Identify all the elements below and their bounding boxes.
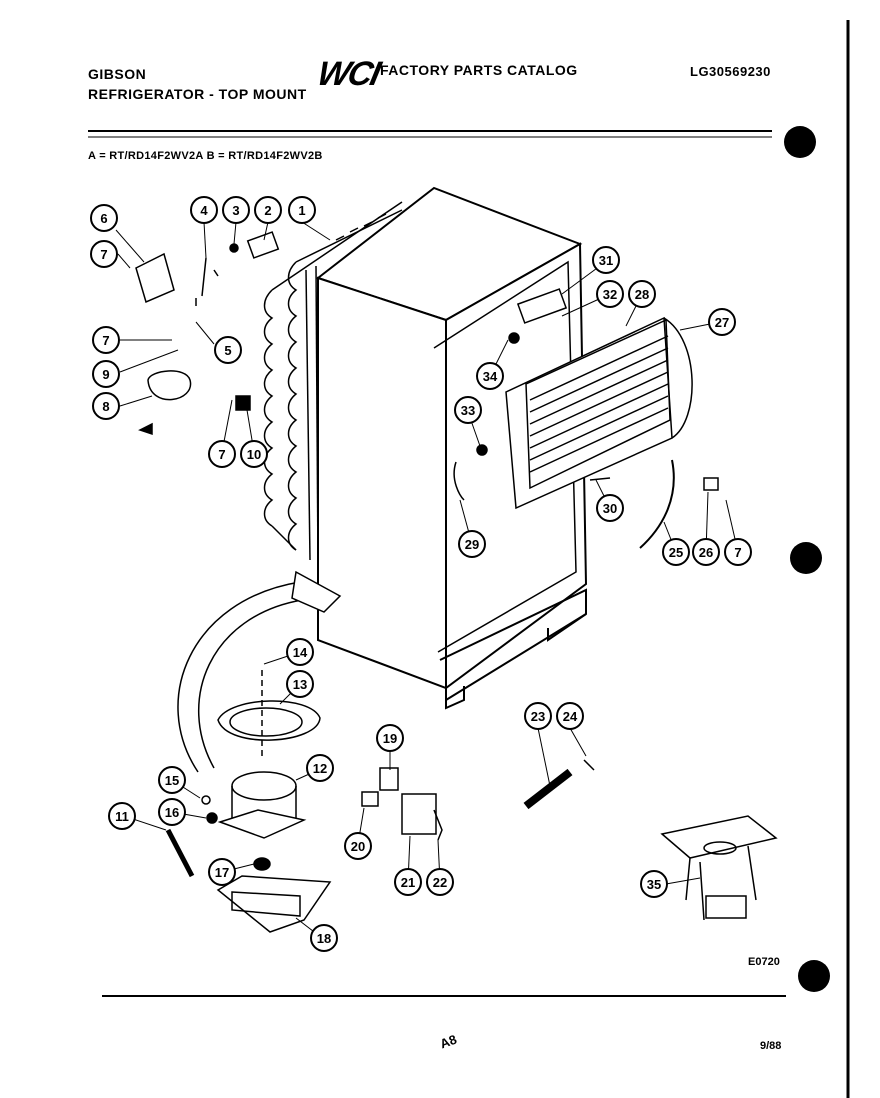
svg-text:9: 9 — [102, 367, 109, 382]
svg-text:23: 23 — [531, 709, 545, 724]
callout-1: 1 — [288, 196, 316, 224]
svg-text:28: 28 — [635, 287, 649, 302]
condenser-coil — [263, 201, 403, 567]
svg-text:15: 15 — [165, 773, 179, 788]
svg-text:6: 6 — [100, 211, 107, 226]
svg-text:21: 21 — [401, 875, 415, 890]
model-line: A = RT/RD14F2WV2A B = RT/RD14F2WV2B — [88, 150, 323, 162]
svg-text:13: 13 — [293, 677, 307, 692]
callout-7d: 7 — [724, 538, 752, 566]
svg-text:29: 29 — [465, 537, 479, 552]
callout-18: 18 — [310, 924, 338, 952]
drain-tube — [177, 570, 342, 773]
svg-text:7: 7 — [218, 447, 225, 462]
callout-10: 10 — [240, 440, 268, 468]
callout-9: 9 — [92, 360, 120, 388]
svg-text:14: 14 — [293, 645, 308, 660]
callout-2: 2 — [254, 196, 282, 224]
svg-text:16: 16 — [165, 805, 179, 820]
svg-text:31: 31 — [599, 253, 613, 268]
svg-text:22: 22 — [433, 875, 447, 890]
callout-7c: 7 — [208, 440, 236, 468]
callout-27: 27 — [708, 308, 736, 336]
compressor-assembly — [216, 670, 332, 933]
svg-text:35: 35 — [647, 877, 661, 892]
svg-text:24: 24 — [563, 709, 578, 724]
svg-text:2: 2 — [264, 203, 271, 218]
svg-text:17: 17 — [215, 865, 229, 880]
callout-4: 4 — [190, 196, 218, 224]
callout-23: 23 — [524, 702, 552, 730]
callout-12: 12 — [306, 754, 334, 782]
catalog-title: FACTORY PARTS CATALOG — [380, 62, 578, 78]
brand-name: GIBSON — [88, 66, 147, 82]
small-parts — [135, 231, 778, 921]
svg-text:7: 7 — [734, 545, 741, 560]
callout-5: 5 — [214, 336, 242, 364]
callout-35: 35 — [640, 870, 668, 898]
callout-6: 6 — [90, 204, 118, 232]
callout-13: 13 — [286, 670, 314, 698]
svg-text:34: 34 — [483, 369, 498, 384]
svg-text:8: 8 — [102, 399, 109, 414]
svg-text:30: 30 — [603, 501, 617, 516]
svg-text:10: 10 — [247, 447, 261, 462]
print-date: 9/88 — [760, 1040, 782, 1052]
svg-text:7: 7 — [102, 333, 109, 348]
callout-19: 19 — [376, 724, 404, 752]
svg-text:27: 27 — [715, 315, 729, 330]
callout-16: 16 — [158, 798, 186, 826]
svg-text:3: 3 — [232, 203, 239, 218]
callout-29: 29 — [458, 530, 486, 558]
callout-30: 30 — [596, 494, 624, 522]
svg-text:1: 1 — [298, 203, 305, 218]
svg-text:33: 33 — [461, 403, 475, 418]
callout-3: 3 — [222, 196, 250, 224]
callout-7b: 7 — [92, 326, 120, 354]
svg-text:25: 25 — [669, 545, 683, 560]
svg-text:7: 7 — [100, 247, 107, 262]
callout-group: 1 2 3 4 5 6 7 7 7 7 8 9 10 11 12 13 14 1… — [90, 196, 752, 952]
binder-hole-middle — [790, 542, 822, 574]
callout-31: 31 — [592, 246, 620, 274]
callout-11: 11 — [108, 802, 136, 830]
callout-8: 8 — [92, 392, 120, 420]
svg-text:19: 19 — [383, 731, 397, 746]
svg-text:20: 20 — [351, 839, 365, 854]
callout-33: 33 — [454, 396, 482, 424]
svg-text:18: 18 — [317, 931, 331, 946]
evaporator — [505, 316, 693, 549]
callout-21: 21 — [394, 868, 422, 896]
callout-26: 26 — [692, 538, 720, 566]
product-type: REFRIGERATOR - TOP MOUNT — [88, 86, 307, 102]
callout-34: 34 — [476, 362, 504, 390]
callout-7a: 7 — [90, 240, 118, 268]
catalog-number: LG30569230 — [690, 64, 771, 79]
callout-17: 17 — [208, 858, 236, 886]
callout-28: 28 — [628, 280, 656, 308]
callout-14: 14 — [286, 638, 314, 666]
callout-20: 20 — [344, 832, 372, 860]
svg-text:5: 5 — [224, 343, 231, 358]
callout-15: 15 — [158, 766, 186, 794]
callout-24: 24 — [556, 702, 584, 730]
svg-text:4: 4 — [200, 203, 208, 218]
svg-text:12: 12 — [313, 761, 327, 776]
callout-22: 22 — [426, 868, 454, 896]
callout-32: 32 — [596, 280, 624, 308]
svg-text:26: 26 — [699, 545, 713, 560]
callout-25: 25 — [662, 538, 690, 566]
binder-hole-bottom — [798, 960, 830, 992]
svg-text:32: 32 — [603, 287, 617, 302]
svg-text:11: 11 — [115, 809, 129, 824]
binder-hole-top — [784, 126, 816, 158]
diagram-code: E0720 — [748, 956, 780, 968]
